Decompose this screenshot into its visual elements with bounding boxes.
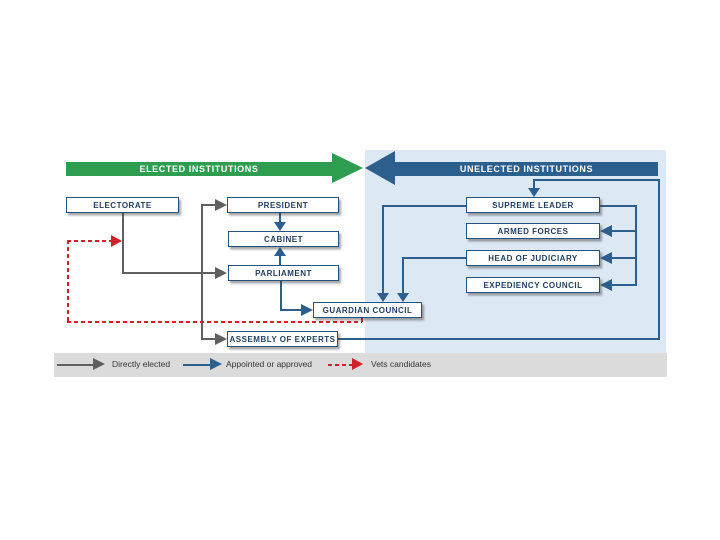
edge-supremeleader-guardian-hline: [382, 205, 466, 207]
legend-appointed-label: Appointed or approved: [226, 359, 313, 369]
node-guardian-council-label: GUARDIAN COUNCIL: [322, 305, 413, 315]
arrowhead-into-armedforces: [600, 225, 612, 237]
edge-supremeleader-guardian-vline: [382, 205, 384, 293]
edge-into-armedforces-line: [612, 230, 637, 232]
legend-directly-elected-label: Directly elected: [112, 359, 171, 369]
node-electorate-label: ELECTORATE: [93, 200, 152, 210]
legend-vets-arrowhead: [352, 358, 363, 370]
edge-electorate-president-line: [201, 204, 215, 206]
legend-appointed-line: [183, 364, 210, 366]
legend-directly-elected-line: [57, 364, 93, 366]
arrowhead-into-judiciary: [600, 252, 612, 264]
arrowhead-into-supremeleader: [528, 188, 540, 197]
node-president-label: PRESIDENT: [257, 200, 309, 210]
edge-judiciary-guardian-hline: [402, 257, 466, 259]
node-expediency-council: EXPEDIENCY COUNCIL: [466, 277, 600, 293]
legend-appointed-arrowhead: [210, 358, 222, 370]
node-electorate: ELECTORATE: [66, 197, 179, 213]
node-parliament: PARLIAMENT: [228, 265, 339, 281]
edge-assembly-loop-bottom: [338, 338, 660, 340]
edge-assembly-loop-right: [658, 179, 660, 340]
node-parliament-label: PARLIAMENT: [255, 268, 312, 278]
legend-vets-label: Vets candidates: [371, 359, 432, 369]
arrowhead-into-parliament: [215, 267, 227, 279]
edge-electorate-parliament-line: [122, 272, 215, 274]
edge-supremeleader-right-vline: [635, 205, 637, 286]
edge-vets-left-vline: [67, 240, 69, 323]
edge-parliament-cabinet-line: [279, 256, 281, 265]
arrowhead-into-guardian-top-2: [397, 293, 409, 302]
node-head-of-judiciary: HEAD OF JUDICIARY: [466, 250, 600, 266]
node-assembly-of-experts-label: ASSEMBLY OF EXPERTS: [229, 334, 336, 344]
node-assembly-of-experts: ASSEMBLY OF EXPERTS: [227, 331, 338, 347]
edge-vets-bottom-hline: [67, 321, 362, 323]
edge-electorate-assembly-line: [201, 338, 215, 340]
edge-supremeleader-right-hline: [600, 205, 637, 207]
arrowhead-into-guardian-top-1: [377, 293, 389, 302]
edge-assembly-supremeleader-vline: [533, 179, 535, 188]
node-head-of-judiciary-label: HEAD OF JUDICIARY: [488, 253, 578, 263]
arrowhead-into-expediency: [600, 279, 612, 291]
node-cabinet-label: CABINET: [263, 234, 304, 244]
edge-parliament-guardian-vline: [280, 281, 282, 310]
elected-institutions-banner: ELECTED INSTITUTIONS: [66, 153, 363, 183]
arrowhead-into-cabinet-top: [274, 222, 286, 231]
edge-into-expediency-line: [612, 284, 637, 286]
elected-banner-label: ELECTED INSTITUTIONS: [139, 164, 259, 174]
edge-parliament-guardian-hline: [280, 309, 301, 311]
edge-electorate-down-line: [122, 213, 124, 274]
arrowhead-into-assembly: [215, 333, 227, 345]
node-armed-forces-label: ARMED FORCES: [497, 226, 569, 236]
node-armed-forces: ARMED FORCES: [466, 223, 600, 239]
unelected-banner-label: UNELECTED INSTITUTIONS: [459, 164, 594, 174]
edge-president-cabinet-line: [279, 213, 281, 222]
node-supreme-leader-label: SUPREME LEADER: [492, 200, 574, 210]
node-guardian-council: GUARDIAN COUNCIL: [313, 302, 422, 318]
node-president: PRESIDENT: [227, 197, 339, 213]
arrowhead-into-president: [215, 199, 227, 211]
node-supreme-leader: SUPREME LEADER: [466, 197, 600, 213]
node-expediency-council-label: EXPEDIENCY COUNCIL: [483, 280, 583, 290]
edge-judiciary-guardian-vline: [402, 257, 404, 293]
edge-vets-guardian-vline: [361, 318, 363, 323]
node-cabinet: CABINET: [228, 231, 339, 247]
legend-vets-line: [328, 364, 352, 366]
edge-into-judiciary-line: [612, 257, 637, 259]
edge-assembly-loop-top: [533, 179, 660, 181]
arrowhead-into-guardian-left: [301, 304, 313, 316]
edge-vets-top-hline: [67, 240, 111, 242]
arrowhead-into-cabinet-bottom: [274, 247, 286, 256]
legend-directly-elected-arrowhead: [93, 358, 105, 370]
arrowhead-vets-candidates: [111, 235, 122, 247]
